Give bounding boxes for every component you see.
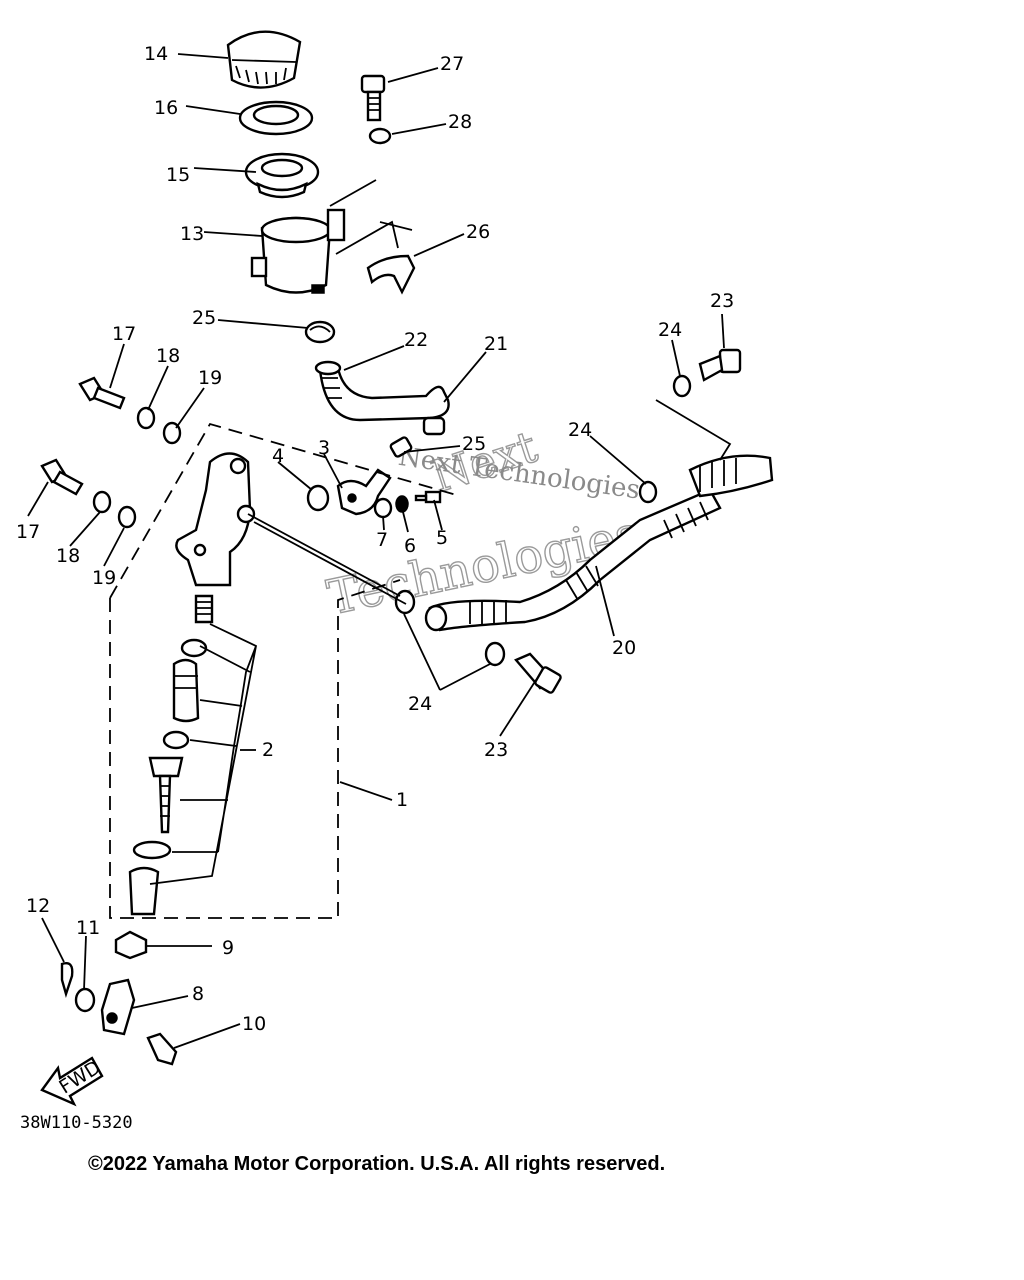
callout-24c: 24 — [408, 693, 432, 715]
bolt-17b — [40, 458, 84, 496]
callout-25a: 25 — [192, 307, 216, 329]
callout-2: 2 — [262, 739, 274, 761]
washer-18a — [136, 406, 156, 430]
callout-27: 27 — [440, 53, 464, 75]
callout-19a: 19 — [198, 367, 222, 389]
callout-8: 8 — [192, 983, 204, 1005]
nut-6 — [395, 495, 409, 513]
callout-15: 15 — [166, 164, 190, 186]
washer-28 — [368, 127, 392, 145]
clevis-8 — [100, 978, 136, 1036]
callout-11: 11 — [76, 917, 100, 939]
callout-19b: 19 — [92, 567, 116, 589]
callout-22: 22 — [404, 329, 428, 351]
piston-kit — [128, 594, 214, 916]
bracket-26 — [366, 254, 416, 295]
callout-9: 9 — [222, 937, 234, 959]
bolt-27 — [360, 74, 386, 122]
callout-20: 20 — [612, 637, 636, 659]
callout-4: 4 — [272, 445, 284, 467]
reservoir-cap — [226, 30, 302, 89]
callout-23a: 23 — [710, 290, 734, 312]
callout-26: 26 — [466, 221, 490, 243]
callout-10: 10 — [242, 1013, 266, 1035]
callout-1: 1 — [396, 789, 408, 811]
copyright: ©2022 Yamaha Motor Corporation. U.S.A. A… — [88, 1153, 665, 1175]
cap-diaphragm-plate — [238, 100, 314, 136]
screw-5 — [414, 490, 442, 504]
washer-7 — [373, 497, 393, 519]
master-cylinder-body — [175, 452, 256, 587]
callout-5: 5 — [436, 527, 448, 549]
callout-18a: 18 — [156, 345, 180, 367]
callout-24b: 24 — [568, 419, 592, 441]
callout-28: 28 — [448, 111, 472, 133]
fwd-label: FWD — [55, 1056, 104, 1098]
fwd-arrow: FWD — [40, 1056, 105, 1107]
pin-10 — [146, 1032, 178, 1066]
bolt-17a — [78, 376, 126, 410]
callout-21: 21 — [484, 333, 508, 355]
cotter-pin-12 — [60, 962, 74, 999]
bolt-23b — [514, 652, 562, 694]
leader-lines — [27, 53, 732, 1049]
brake-hose-20 — [424, 454, 774, 632]
washer-18b — [92, 490, 112, 514]
callout-24a: 24 — [658, 319, 682, 341]
callout-12: 12 — [26, 895, 50, 917]
washer-19b — [117, 505, 137, 529]
callout-3: 3 — [318, 437, 330, 459]
washer-11 — [74, 987, 96, 1013]
callout-7: 7 — [376, 529, 388, 551]
hose-clamp-25 — [304, 320, 336, 344]
callout-17b: 17 — [16, 521, 40, 543]
callout-25b: 25 — [462, 433, 486, 455]
callout-13: 13 — [180, 223, 204, 245]
washer-24a — [672, 374, 692, 398]
drawing-code: 38W110-5320 — [20, 1113, 133, 1133]
callouts: 14 16 15 13 27 28 26 25 22 21 23 24 24 1… — [16, 43, 734, 1035]
kit-outline — [109, 422, 461, 919]
washer-24d — [638, 480, 658, 504]
callout-17a: 17 — [112, 323, 136, 345]
diaphragm — [244, 152, 320, 199]
callout-18b: 18 — [56, 545, 80, 567]
joint-3 — [336, 468, 392, 516]
callout-14: 14 — [144, 43, 168, 65]
callout-16: 16 — [154, 97, 178, 119]
bolt-23a — [698, 348, 742, 382]
o-ring-4 — [306, 484, 330, 512]
reservoir-tank — [250, 208, 346, 294]
hose-22 — [314, 360, 450, 422]
hose-clamp-21 — [422, 416, 446, 436]
callout-6: 6 — [404, 535, 416, 557]
washer-24c — [484, 641, 506, 667]
nut-9 — [114, 930, 148, 960]
callout-23b: 23 — [484, 739, 508, 761]
washer-24b — [394, 589, 416, 615]
